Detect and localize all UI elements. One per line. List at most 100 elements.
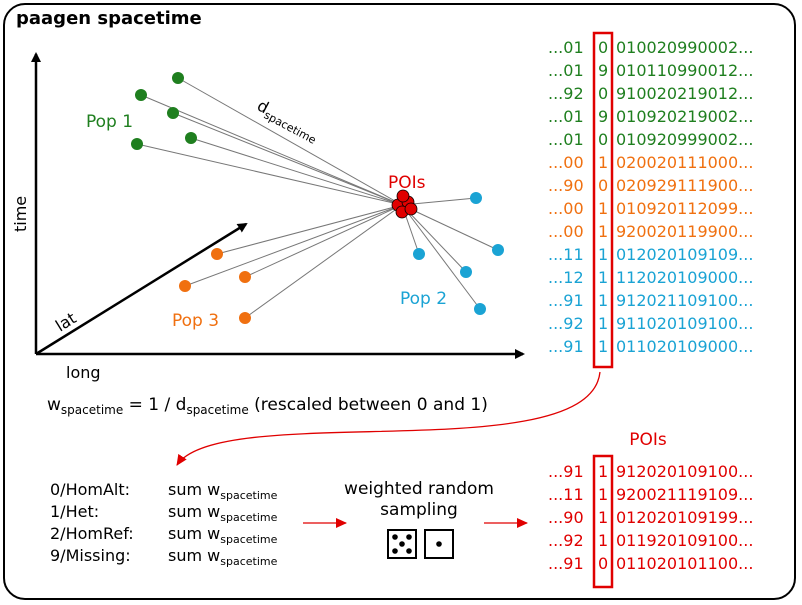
sum-row-text: sum w (168, 480, 220, 499)
sampling-label-line2: sampling (380, 500, 458, 520)
poi-suffix: 012020109199... (616, 508, 753, 527)
poi-row: ...90 1 012020109199... (548, 508, 753, 527)
pop2-label: Pop 2 (400, 289, 447, 309)
pop2-point (413, 248, 425, 260)
diagram-title: paagen spacetime (16, 8, 202, 29)
time-axis-label: time (11, 196, 30, 232)
genotype-suffix: 010920999002... (616, 130, 753, 149)
genotype-prefix: ...11 (548, 245, 584, 264)
pop2-point (474, 303, 486, 315)
genotype-prefix: ...00 (548, 222, 584, 241)
genotype-suffix: 010920112099... (616, 199, 753, 218)
genotype-suffix: 020929111900... (616, 176, 753, 195)
genotype-selected-value: 9 (598, 107, 608, 126)
sum-row-text: sum w (168, 524, 220, 543)
genotype-selected-value: 1 (598, 199, 608, 218)
genotype-prefix: ...90 (548, 176, 584, 195)
distance-line (216, 204, 403, 255)
distance-line (244, 204, 403, 319)
genotype-prefix: ...01 (548, 61, 584, 80)
distance-line (244, 204, 403, 278)
weight-formula: wspacetime = 1 / dspacetime (rescaled be… (47, 395, 488, 417)
poi-selected-value: 0 (598, 554, 608, 573)
genotype-selected-value: 0 (598, 176, 608, 195)
selected-poi-column-box (592, 454, 614, 589)
genotype-prefix: ...91 (548, 291, 584, 310)
dice-one-icon (424, 529, 454, 559)
pop1-point (135, 89, 147, 101)
genotype-selected-value: 0 (598, 130, 608, 149)
poi-suffix: 011920109100... (616, 531, 753, 550)
sum-row-label: 1/Het: (50, 502, 99, 521)
sum-row: 2/HomRef:sum wspacetime (50, 524, 278, 546)
genotype-suffix: 012020109109... (616, 245, 753, 264)
pop1-point (172, 72, 184, 84)
genotype-selected-value: 1 (598, 153, 608, 172)
genotype-prefix: ...01 (548, 107, 584, 126)
pop2-point (492, 244, 504, 256)
pois-label: POIs (388, 173, 426, 193)
pop1-point (131, 138, 143, 150)
genotype-prefix: ...00 (548, 199, 584, 218)
poi-prefix: ...11 (548, 485, 584, 504)
sum-row-label: 0/HomAlt: (50, 480, 130, 499)
genotype-suffix: 112020109000... (616, 268, 753, 287)
sum-row-text: sum w (168, 502, 220, 521)
pop3-point (179, 280, 191, 292)
distance-line (140, 94, 403, 206)
pois-table-title: POIs (629, 430, 667, 450)
population-points (131, 72, 504, 324)
pop3-label: Pop 3 (172, 311, 219, 331)
distance-line (401, 204, 481, 310)
pop3-point (239, 312, 251, 324)
sum-row-sub: spacetime (220, 533, 277, 546)
genotype-selected-value: 0 (598, 38, 608, 57)
genotype-row: ...11 1 012020109109... (548, 245, 753, 264)
genotype-suffix: 912021109100... (616, 291, 753, 310)
poi-prefix: ...90 (548, 508, 584, 527)
genotype-selected-value: 0 (598, 84, 608, 103)
lat-axis (35, 222, 248, 356)
sampling-label-line1: weighted random (344, 479, 494, 499)
poi-prefix: ...91 (548, 554, 584, 573)
genotype-suffix: 010920219002... (616, 107, 753, 126)
genotype-selected-value: 1 (598, 291, 608, 310)
genotype-row: ...12 1 112020109000... (548, 268, 753, 287)
genotype-prefix: ...92 (548, 314, 584, 333)
genotype-selected-value: 1 (598, 245, 608, 264)
genotype-suffix: 011020109000... (616, 337, 753, 356)
sum-row-text: sum w (168, 546, 220, 565)
genotype-selected-value: 9 (598, 61, 608, 80)
selected-column-box (592, 31, 614, 369)
distance-line (184, 204, 403, 287)
poi-selected-value: 1 (598, 508, 608, 527)
sum-row: 1/Het: sum wspacetime (50, 502, 278, 524)
sum-row-sub: spacetime (220, 489, 277, 502)
genotype-suffix: 010020990002... (616, 38, 753, 57)
genotype-suffix: 910020219012... (616, 84, 753, 103)
lat-axis-label: lat (52, 308, 79, 335)
pop2-point (470, 192, 482, 204)
long-axis-label: long (66, 363, 101, 382)
genotype-prefix: ...12 (548, 268, 584, 287)
pop3-point (239, 271, 251, 283)
sum-row-sub: spacetime (220, 555, 277, 568)
curved-arrow (176, 371, 601, 466)
poi-cluster (391, 189, 418, 219)
sum-row-sub: spacetime (220, 511, 277, 524)
diagram-frame (3, 3, 796, 600)
pop1-label: Pop 1 (86, 112, 133, 132)
distance-line (172, 112, 403, 206)
genotype-selected-value: 1 (598, 268, 608, 287)
poi-selected-value: 1 (598, 531, 608, 550)
genotype-row: ...00 1 010920112099... (548, 199, 753, 218)
